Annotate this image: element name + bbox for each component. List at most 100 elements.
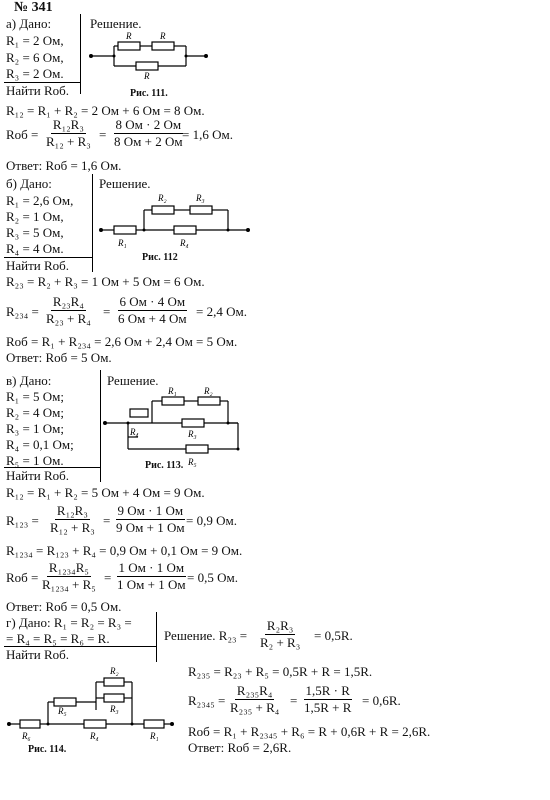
- denominator: R₁₂₃₄ + R₅: [42, 577, 96, 592]
- numerator: 1 Ом · 1 Ом: [116, 560, 187, 577]
- solution-label: Решение.: [90, 16, 142, 31]
- equals-sign: =: [103, 513, 111, 528]
- resistor-label: R: [143, 71, 150, 81]
- denominator: 6 Ом + 4 Ом: [118, 311, 187, 326]
- fraction: 8 Ом · 2 Ом 8 Ом + 2 Ом: [112, 118, 185, 149]
- equation-result: = 0,6R.: [362, 693, 401, 708]
- resistor-label: R₂: [109, 666, 119, 676]
- numerator: 9 Ом · 1 Ом: [115, 503, 186, 520]
- equation-line: R₁₂₃₄ = R₁₂₃ + R₄ = 0,9 Ом + 0,1 Ом = 9 …: [6, 543, 243, 558]
- given-item: R₄ = 4 Ом.: [6, 241, 64, 256]
- given-line: г) Дано: R₁ = R₂ = R₃ =: [6, 615, 132, 630]
- numerator: 8 Ом · 2 Ом: [113, 117, 184, 134]
- given-item: R₃ = 5 Ом,: [6, 225, 64, 240]
- numerator: R₂₃R₄: [50, 294, 86, 311]
- equation-left: R₁₂₃ =: [6, 513, 39, 528]
- find-label: Найти Rоб.: [6, 468, 70, 483]
- given-item: R₃ = 2 Ом.: [6, 66, 64, 81]
- given-line: = R₄ = R₅ = R₆ = R.: [6, 631, 110, 646]
- given-item: R₂ = 4 Ом;: [6, 405, 65, 420]
- resistor-label: R₁: [149, 731, 159, 741]
- equals-sign: =: [103, 304, 111, 319]
- fraction: 1,5R · R 1,5R + R: [302, 684, 353, 715]
- resistor-label: R₆: [21, 731, 31, 741]
- figure-caption: Рис. 113.: [145, 460, 184, 471]
- denominator: 9 Ом + 1 Ом: [116, 520, 185, 535]
- given-header: а) Дано:: [6, 16, 52, 31]
- equals-sign: =: [104, 570, 112, 585]
- circuit-diagram-112: R₂ R₃ R₁ R₄: [99, 193, 250, 248]
- denominator: 1,5R + R: [304, 700, 352, 715]
- numerator: 6 Ом · 4 Ом: [117, 294, 188, 311]
- find-divider: [4, 257, 92, 258]
- fraction: R₂₃R₄ R₂₃ + R₄: [44, 295, 93, 326]
- resistor-label: R₁: [167, 386, 177, 396]
- equals-sign: =: [290, 693, 298, 708]
- given-item: R₁ = 2 Ом,: [6, 33, 64, 48]
- circuit-diagram-113: R₁ R₂ R₄ R₃ R₅: [103, 386, 240, 467]
- solution-label: Решение.: [99, 176, 151, 191]
- circuit-diagram-114: R₂ R₃ R₅ R₆ R₄ R₁: [7, 666, 174, 741]
- find-divider: [4, 646, 156, 647]
- find-divider: [4, 82, 80, 83]
- fraction: R₂R₃ R₂ + R₃: [258, 619, 302, 650]
- answer: Ответ: Rоб = 2,6R.: [188, 740, 292, 755]
- resistor-label: R₁: [117, 238, 127, 248]
- equation-result: = 0,9 Ом.: [186, 513, 237, 528]
- equation-result: = 0,5R.: [314, 628, 353, 643]
- equation-left: R₂₃₄₅ =: [188, 693, 226, 708]
- equation-line: R₂₃₅ = R₂₃ + R₅ = 0,5R + R = 1,5R.: [188, 664, 373, 679]
- fraction: R₁₂R₃ R₁₂ + R₃: [44, 118, 93, 149]
- given-header: б) Дано:: [6, 176, 52, 191]
- resistor-label: R: [125, 31, 132, 41]
- given-item: R₂ = 1 Ом,: [6, 209, 64, 224]
- find-label: Найти Rоб.: [6, 258, 70, 273]
- resistor-label: R₂: [203, 386, 213, 396]
- answer: Ответ: Rоб = 0,5 Ом.: [6, 599, 122, 614]
- resistor-label: R₅: [57, 706, 67, 716]
- resistor-label: R₄: [179, 238, 189, 248]
- find-label: Найти Rоб.: [6, 83, 70, 98]
- equation-left: Rоб =: [6, 570, 39, 585]
- fraction: R₁₂₃₄R₅ R₁₂₃₄ + R₅: [40, 561, 98, 592]
- resistor-label: R₂: [157, 193, 167, 203]
- equation-line: Rоб = R₁ + R₂₃₄₅ + R₆ = R + 0,6R + R = 2…: [188, 724, 431, 739]
- denominator: R₁₂ + R₃: [50, 520, 95, 535]
- answer: Ответ: Rоб = 1,6 Ом.: [6, 158, 122, 173]
- fraction: 9 Ом · 1 Ом 9 Ом + 1 Ом: [114, 504, 187, 535]
- given-divider: [92, 174, 93, 272]
- equation-line: R₂₃ = R₂ + R₃ = 1 Ом + 5 Ом = 6 Ом.: [6, 274, 205, 289]
- find-divider: [4, 467, 100, 468]
- equation-result: = 2,4 Ом.: [196, 304, 247, 319]
- figure-caption: Рис. 114.: [28, 744, 67, 755]
- fraction: 1 Ом · 1 Ом 1 Ом + 1 Ом: [115, 561, 188, 592]
- equation-result: = 0,5 Ом.: [187, 570, 238, 585]
- denominator: R₂ + R₃: [260, 635, 301, 650]
- denominator: R₂₃ + R₄: [46, 311, 91, 326]
- solution-label: Решение. R₂₃ =: [164, 628, 248, 643]
- find-label: Найти Rоб.: [6, 647, 70, 662]
- resistor-label: R₄: [129, 427, 139, 437]
- equation-left: Rоб =: [6, 127, 39, 142]
- figure-caption: Рис. 111.: [130, 88, 168, 99]
- resistor-label: R₃: [187, 429, 197, 439]
- resistor-label: R₃: [195, 193, 205, 203]
- fraction: 6 Ом · 4 Ом 6 Ом + 4 Ом: [116, 295, 189, 326]
- resistor-label: R₃: [109, 704, 119, 714]
- equation-result: = 1,6 Ом.: [182, 127, 233, 142]
- given-item: R₁ = 5 Ом;: [6, 389, 65, 404]
- equation-line: Rоб = R₁ + R₂₃₄ = 2,6 Ом + 2,4 Ом = 5 Ом…: [6, 334, 238, 349]
- given-item: R₅ = 1 Ом.: [6, 453, 64, 468]
- denominator: 1 Ом + 1 Ом: [117, 577, 186, 592]
- equation-line: R₁₂ = R₁ + R₂ = 2 Ом + 6 Ом = 8 Ом.: [6, 103, 205, 118]
- resistor-label: R₅: [187, 457, 197, 467]
- given-item: R₂ = 6 Ом,: [6, 50, 64, 65]
- given-divider: [80, 14, 81, 94]
- solution-label: Решение.: [107, 373, 159, 388]
- equation-left: R₂₃₄ =: [6, 304, 39, 319]
- denominator: R₁₂ + R₃: [46, 134, 91, 149]
- resistor-label: R₄: [89, 731, 99, 741]
- problem-number: № 341: [14, 0, 53, 15]
- given-item: R₃ = 1 Ом;: [6, 421, 65, 436]
- denominator: 8 Ом + 2 Ом: [114, 134, 183, 149]
